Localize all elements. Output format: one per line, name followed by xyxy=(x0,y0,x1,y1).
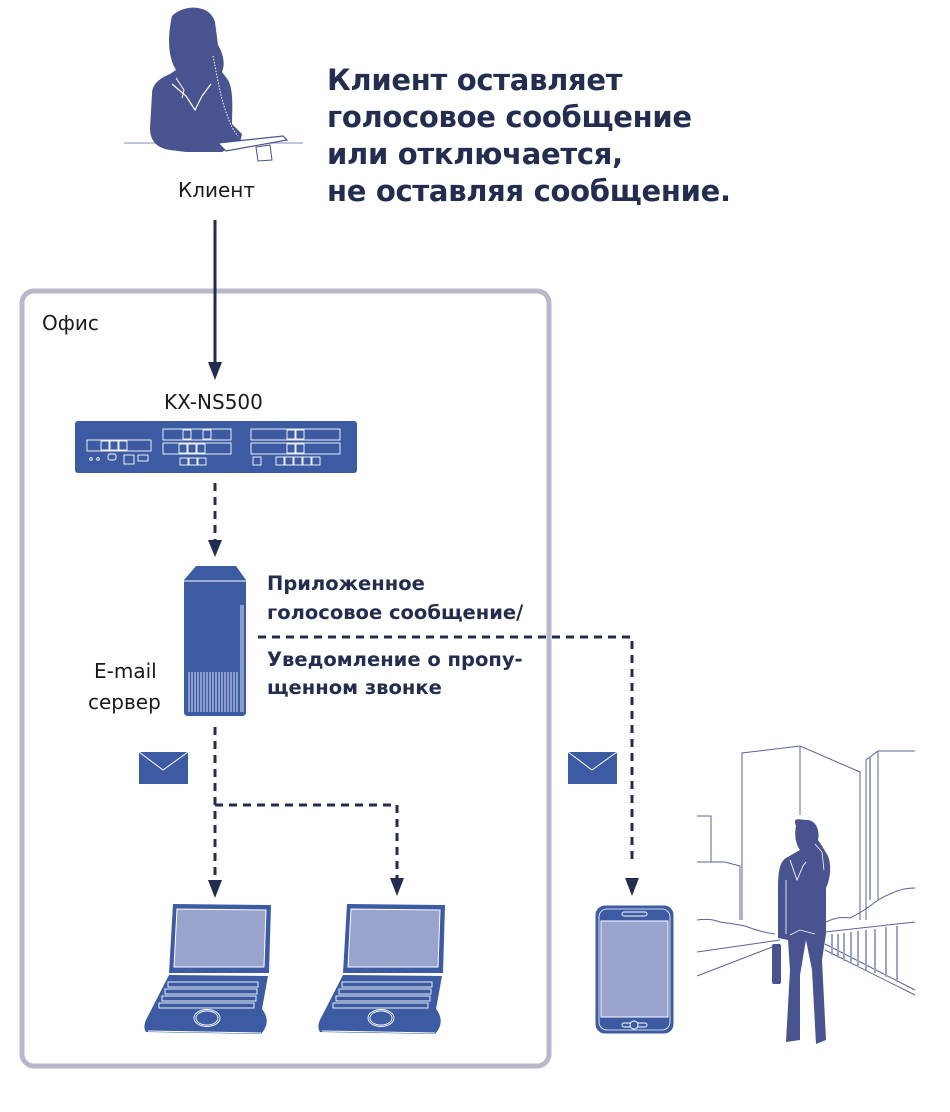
woman-on-phone-icon xyxy=(124,7,303,162)
office-boundary xyxy=(19,288,552,1069)
server-to-laptop2-line xyxy=(215,803,399,880)
envelope-icon xyxy=(138,751,189,784)
businessman-on-phone-icon xyxy=(772,819,831,1044)
headline-line: не оставляя сообщение. xyxy=(327,174,731,208)
client-label: Клиент xyxy=(178,178,256,202)
headline-line: или отключается, xyxy=(327,137,623,171)
headline-line: голосовое сообщение xyxy=(327,100,692,134)
server-to-phone-head xyxy=(625,878,639,896)
headline: Клиент оставляет голосовое сообщение или… xyxy=(327,62,731,210)
notification-line3: Уведомление о пропу- xyxy=(267,648,523,671)
server-to-phone-line xyxy=(258,635,634,860)
pbx-label: KX-NS500 xyxy=(164,390,263,414)
pbx-unit-icon xyxy=(75,421,357,473)
laptop-icon xyxy=(318,904,445,1034)
email-server-label-line2: сервер xyxy=(88,690,161,714)
laptop-icon xyxy=(144,904,271,1034)
notification-line2: голосовое сообщение/ xyxy=(267,601,524,624)
envelope-icon xyxy=(567,751,618,784)
email-server-label-line1: E-mail xyxy=(94,659,157,683)
call-arrow-head xyxy=(208,362,222,380)
smartphone-icon xyxy=(594,904,675,1035)
notification-line1: Приложенное xyxy=(267,572,425,595)
notification-line4: щенном звонке xyxy=(267,676,442,699)
server-tower-icon xyxy=(184,566,246,716)
office-label: Офис xyxy=(42,311,99,335)
pbx-to-server-head xyxy=(208,540,222,557)
laptop1-arrow-head xyxy=(208,880,222,898)
city-background xyxy=(696,745,916,996)
headline-line: Клиент оставляет xyxy=(327,63,623,97)
laptop2-arrow-head xyxy=(390,878,404,896)
